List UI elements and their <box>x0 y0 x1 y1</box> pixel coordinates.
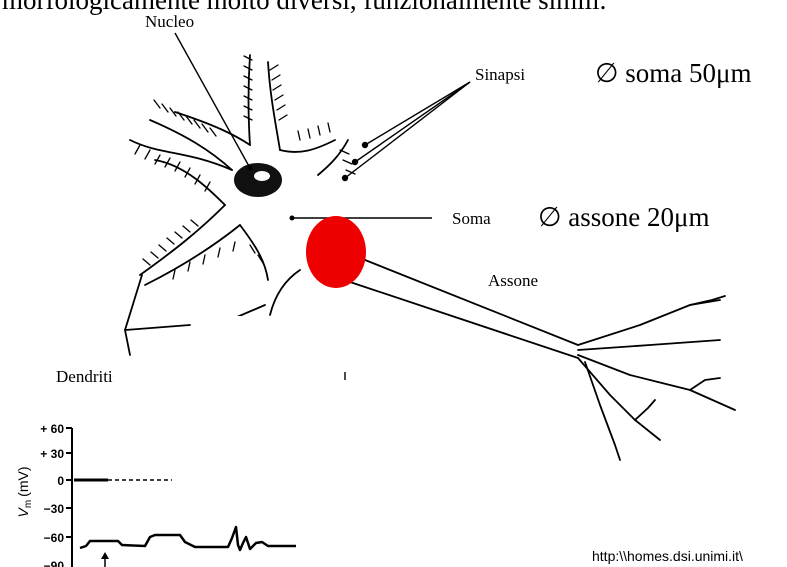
membrane-trace <box>80 527 296 550</box>
neuron-outline <box>125 55 735 460</box>
source-url: http:\\homes.dsi.unimi.it\ <box>592 548 743 564</box>
membrane-potential-plot: + 60 + 30 0 −30 −60 −90 Vm(mV) <box>15 422 296 567</box>
y-tick-zero: 0 <box>57 474 64 488</box>
label-dendriti: Dendriti <box>56 367 113 386</box>
slide-top-text: morfologicamente molto diversi, funziona… <box>2 0 606 15</box>
occlusion-mask <box>205 316 345 366</box>
soma-diameter-text: ∅ soma 50μm <box>595 58 752 88</box>
soma-pointer <box>290 216 433 221</box>
label-assone: Assone <box>488 271 538 290</box>
label-soma: Soma <box>452 209 491 228</box>
synapse-pointers <box>343 82 471 181</box>
label-sinapsi: Sinapsi <box>475 65 525 84</box>
label-nucleo: Nucleo <box>145 12 194 31</box>
y-tick-plus60: + 60 <box>40 422 64 436</box>
stimulus-arrow <box>101 552 109 567</box>
plot-y-label: Vm(mV) <box>15 466 34 517</box>
y-tick-minus30: −30 <box>44 502 65 516</box>
soma-highlight <box>306 216 366 288</box>
axon-diameter-text: ∅ assone 20μm <box>538 202 709 232</box>
y-tick-minus90: −90 <box>44 559 65 567</box>
nucleus <box>175 33 282 197</box>
y-tick-plus30: + 30 <box>40 447 64 461</box>
y-tick-minus60: −60 <box>44 531 65 545</box>
